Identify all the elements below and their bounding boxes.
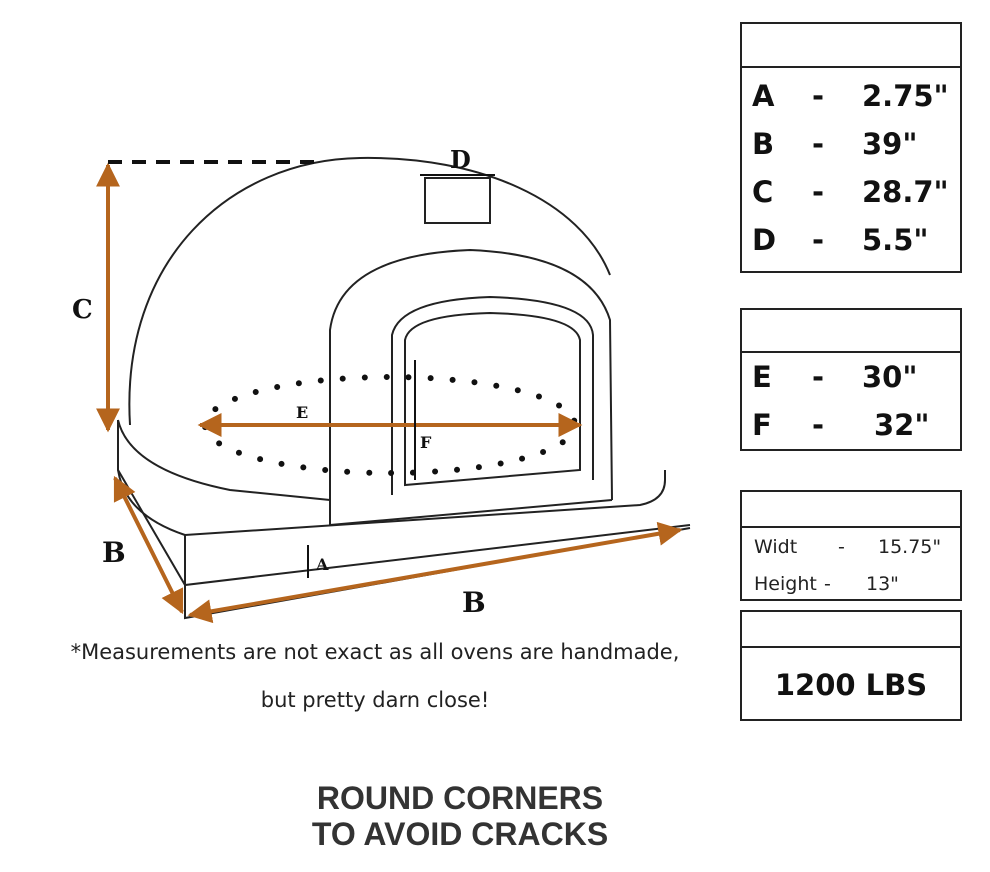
dim-key: C (752, 175, 774, 209)
dash: - (838, 535, 845, 558)
door-width-value: 15.75" (878, 535, 942, 558)
oven-diagram: C D E F A B B (72, 145, 691, 624)
dim-key: A (752, 79, 775, 113)
dash: - (812, 79, 825, 113)
tagline-line-2: TO AVOID CRACKS (311, 816, 609, 852)
dimension-row: C - 28.7" (742, 168, 960, 216)
label-b-left: B (102, 536, 126, 569)
label-a: A (315, 555, 329, 574)
label-f: F (420, 433, 432, 452)
dim-key: D (752, 223, 777, 257)
dash: - (812, 408, 825, 442)
dash: - (812, 175, 825, 209)
label-b-bottom: B (462, 586, 486, 619)
table-header (742, 612, 960, 648)
door-height-row: Height- 13" (742, 565, 960, 602)
dimension-row: B - 39" (742, 120, 960, 168)
tagline-line-1: ROUND CORNERS (316, 780, 604, 816)
dim-value: 2.75" (862, 79, 949, 113)
dim-key: E (752, 360, 772, 394)
table-header (742, 24, 960, 68)
dimensions-table: A - 2.75" B - 39" C - 28.7" D - 5.5" (740, 22, 962, 273)
label-c: C (72, 295, 93, 325)
interior-row: E - 30" (742, 353, 960, 401)
dash: - (824, 572, 831, 595)
door-height-value: 13" (866, 572, 899, 595)
interior-table: E - 30" F - 32" (740, 308, 962, 451)
dim-key: F (752, 408, 772, 442)
interior-row: F - 32" (742, 401, 960, 449)
weight-table: 1200 LBS (740, 610, 962, 721)
dash: - (812, 360, 825, 394)
measurement-note-2: but pretty darn close! (260, 688, 490, 712)
dash: - (812, 223, 825, 257)
door-table: Widt-15.75" Height-13" (740, 490, 962, 601)
dim-value: 30" (862, 360, 918, 394)
door-height-label: Height (754, 572, 817, 595)
dimension-row: A - 2.75" (742, 72, 960, 120)
label-e: E (296, 403, 308, 422)
dim-key: B (752, 127, 775, 161)
door-width-row: Widt - 15.75" (742, 528, 960, 565)
dash: - (812, 127, 825, 161)
table-header (742, 492, 960, 528)
dimension-arrows (96, 162, 683, 624)
label-d: D (450, 145, 471, 174)
oven-dome (128, 156, 613, 526)
dim-value: 5.5" (862, 223, 929, 257)
table-header (742, 310, 960, 353)
dim-value: 28.7" (862, 175, 949, 209)
dim-value: 39" (862, 127, 918, 161)
door-width-label: Widt (754, 535, 798, 558)
dimension-row: D - 5.5" (742, 216, 960, 264)
dim-value: 32" (874, 408, 930, 442)
measurement-note: *Measurements are not exact as all ovens… (70, 640, 680, 664)
weight-value: 1200 LBS (774, 668, 928, 702)
